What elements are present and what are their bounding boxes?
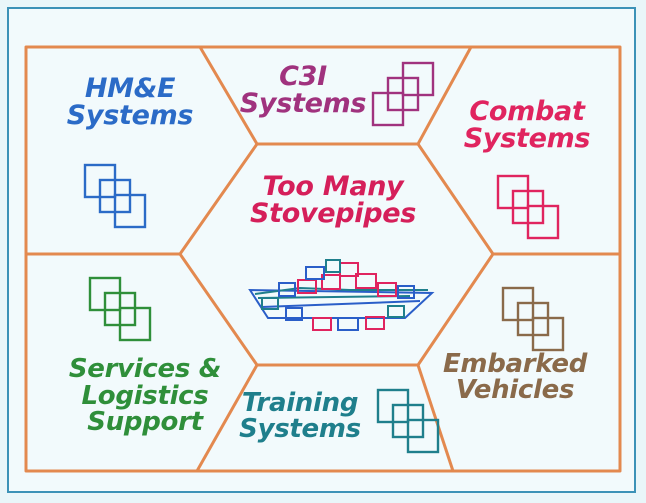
divider-top-right — [416, 46, 473, 145]
training-line2: Systems — [239, 414, 361, 444]
services-line1: Services & — [68, 354, 222, 384]
services-line2: Logistics — [81, 380, 209, 411]
embarked-line1: Embarked — [442, 349, 588, 379]
divider-bottom-left — [195, 364, 259, 472]
divider-top-left — [198, 46, 259, 145]
embarked-stack-icon — [501, 286, 565, 352]
training-line1: Training — [241, 388, 359, 418]
services-line3: Support — [87, 407, 203, 438]
combat-stack-icon — [496, 174, 560, 240]
services-stack-icon — [88, 276, 152, 342]
combat-systems-label: Combat Systems — [452, 98, 602, 152]
divider-bottom-right — [416, 364, 455, 472]
training-systems-label: Training Systems — [230, 390, 370, 442]
services-logistics-label: Services & Logistics Support — [40, 356, 250, 436]
c3i-systems-label: C3I Systems — [238, 63, 368, 117]
c3i-line1: C3I — [279, 61, 327, 92]
embarked-line2: Vehicles — [455, 375, 575, 405]
grid-outer-border — [24, 45, 622, 473]
center-line2: Stovepipes — [249, 198, 417, 229]
combat-line1: Combat — [469, 96, 585, 127]
embarked-vehicles-label: Embarked Vehicles — [430, 351, 600, 403]
hme-stack-icon — [83, 163, 147, 229]
too-many-stovepipes-label: Too Many Stovepipes — [238, 173, 428, 227]
diagram-frame — [7, 7, 636, 493]
hme-line1: HM&E — [84, 73, 176, 104]
training-stack-icon — [376, 388, 440, 454]
c3i-line2: Systems — [239, 88, 367, 119]
center-line1: Too Many — [262, 171, 404, 202]
ship-icon — [248, 259, 435, 331]
hme-line2: Systems — [66, 100, 194, 131]
combat-line2: Systems — [463, 123, 591, 154]
c3i-stack-icon — [371, 61, 435, 127]
hme-systems-label: HM&E Systems — [60, 75, 200, 129]
